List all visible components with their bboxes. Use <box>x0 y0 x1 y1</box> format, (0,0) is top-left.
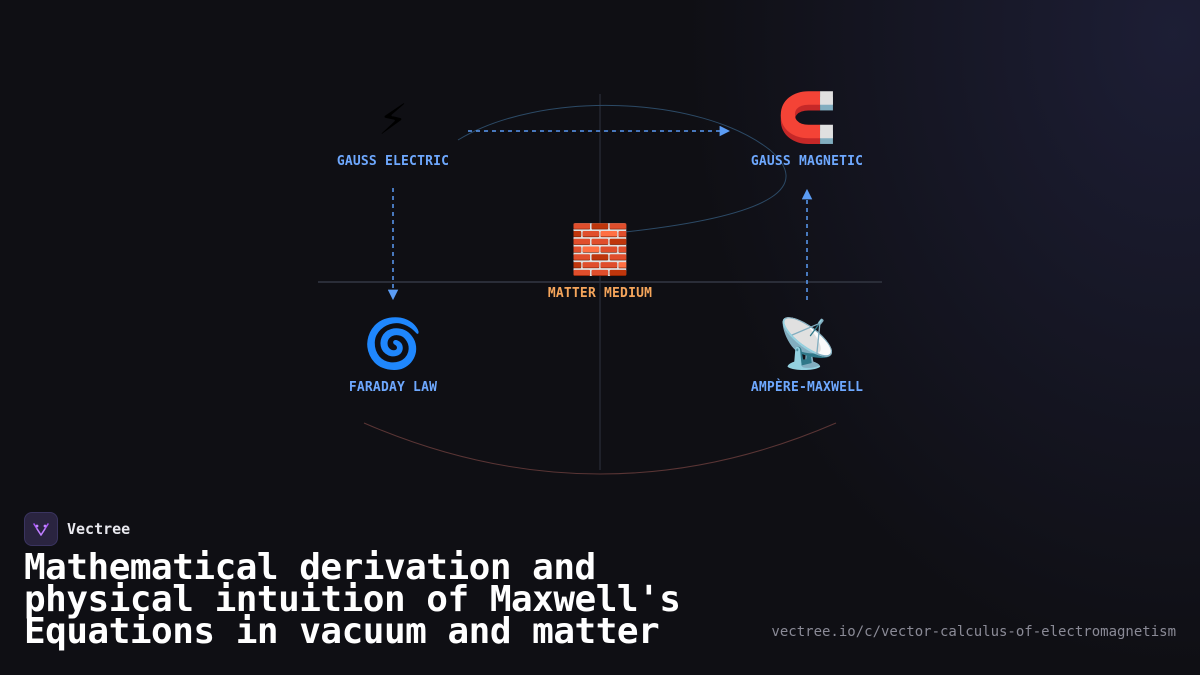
node-label-gauss-electric: GAUSS ELECTRIC <box>336 154 450 169</box>
page-title: Mathematical derivation and physical int… <box>24 547 744 652</box>
vectree-logo-icon <box>24 512 58 546</box>
bottom-arc <box>363 422 837 475</box>
node-label-gauss-magnetic: GAUSS MAGNETIC <box>750 154 864 169</box>
node-faraday-law: 🌀 FARADAY LAW <box>293 316 493 395</box>
cyclone-icon: 🌀 <box>363 316 423 372</box>
brand: Vectree <box>24 512 130 546</box>
course-url: vectree.io/c/vector-calculus-of-electrom… <box>771 624 1176 640</box>
satellite-antenna-icon: 📡 <box>777 316 837 372</box>
top-arc <box>457 104 787 233</box>
node-gauss-electric: ⚡ GAUSS ELECTRIC <box>293 90 493 169</box>
node-gauss-magnetic: 🧲 GAUSS MAGNETIC <box>707 90 907 169</box>
title-line: physical intuition of Maxwell's <box>24 579 681 620</box>
high-voltage-icon: ⚡ <box>378 90 408 146</box>
brick-icon: 🧱 <box>570 222 630 278</box>
background-glow <box>680 0 1200 675</box>
node-matter-medium: 🧱 MATTER MEDIUM <box>500 222 700 301</box>
brand-name: Vectree <box>67 520 131 538</box>
node-label-ampere-maxwell: AMPÈRE-MAXWELL <box>750 380 864 395</box>
title-line: Equations in vacuum and matter <box>24 611 660 652</box>
node-label-faraday-law: FARADAY LAW <box>348 380 438 395</box>
node-ampere-maxwell: 📡 AMPÈRE-MAXWELL <box>707 316 907 395</box>
title-line: Mathematical derivation and <box>24 547 596 588</box>
magnet-icon: 🧲 <box>777 90 837 146</box>
node-label-matter-medium: MATTER MEDIUM <box>547 286 653 301</box>
